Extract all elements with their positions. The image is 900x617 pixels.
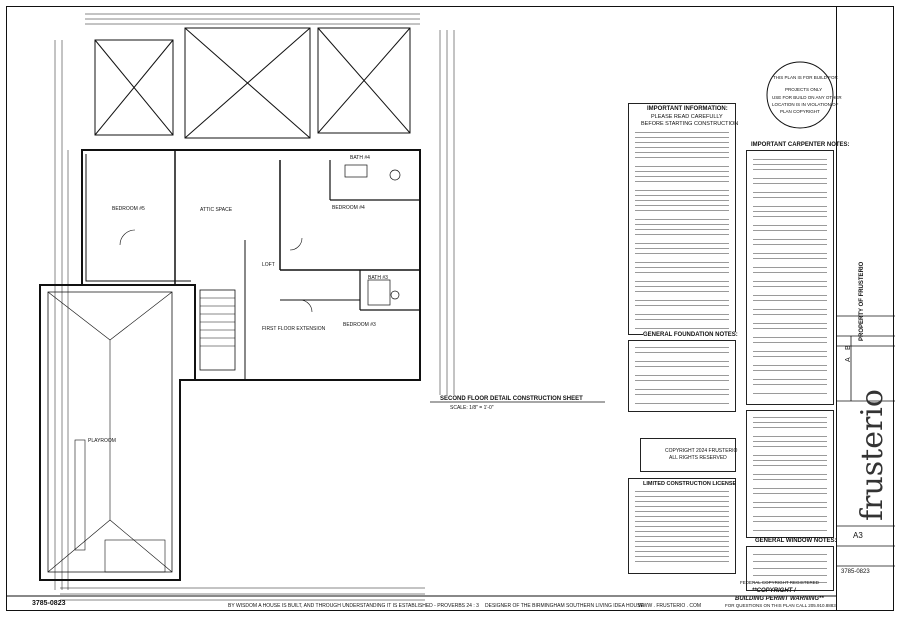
- room-loft: LOFT: [262, 262, 275, 268]
- footer-website: WWW . FRUSTERIO . COM: [638, 603, 702, 609]
- room-bedroom-5: BEDROOM #5: [112, 206, 145, 212]
- room-bedroom-4: BEDROOM #4: [332, 205, 365, 211]
- copyright-text: COPYRIGHT 2024 FRUSTERIO: [665, 448, 738, 454]
- general-notes-box: [746, 410, 834, 538]
- plan-stamp-circle: [766, 61, 834, 129]
- roof-block-left: [94, 39, 174, 136]
- window-notes-box: GENERAL WINDOW NOTES:: [746, 538, 837, 591]
- room-bath-4: BATH #4: [350, 155, 370, 161]
- copyright-reserved: ALL RIGHTS RESERVED: [669, 455, 727, 461]
- foundation-notes-title: GENERAL FOUNDATION NOTES:: [643, 332, 738, 338]
- footer-designer: DESIGNER OF THE BIRMINGHAM SOUTHERN LIVI…: [485, 603, 644, 609]
- title-block-rev-b: B: [845, 345, 852, 350]
- sheet-title: SECOND FLOOR DETAIL CONSTRUCTION SHEET: [440, 396, 583, 402]
- drawing-sheet-border: [6, 6, 894, 611]
- footer-questions: FOR QUESTIONS ON THIS PLAN CALL 205.910.…: [725, 603, 836, 608]
- title-block-plan-number: 3785-0823: [841, 569, 870, 575]
- sheet-scale: SCALE: 1/8" = 1'-0": [450, 405, 494, 411]
- footer-plan-number: 3785-0823: [32, 600, 66, 607]
- first-floor-extension-note: FIRST FLOOR EXTENSION: [262, 326, 326, 332]
- carpenter-notes-title: IMPORTANT CARPENTER NOTES:: [751, 142, 850, 148]
- copyright-warning-3: BUILDING PERMIT WARNING**: [735, 596, 824, 602]
- title-block-property: PROPERTY OF FRUSTERIO: [859, 261, 865, 341]
- window-notes-title: GENERAL WINDOW NOTES:: [755, 538, 837, 544]
- copyright-box: COPYRIGHT 2024 FRUSTERIO ALL RIGHTS RESE…: [640, 438, 738, 472]
- room-bedroom-3: BEDROOM #3: [343, 322, 376, 328]
- stamp-line-3: USE FOR BUILD ON ANY OTHER: [772, 95, 842, 100]
- title-block-brand: frusterio: [855, 389, 890, 521]
- title-block: PROPERTY OF FRUSTERIO A B frusterio A3 3…: [836, 6, 895, 611]
- stamp-line-2: PROJECTS ONLY: [785, 87, 823, 92]
- title-block-sheet-number: A3: [853, 531, 863, 540]
- copyright-warning-2: **COPYRIGHT /: [752, 588, 796, 594]
- limited-license-box: LIMITED CONSTRUCTION LICENSE: [628, 478, 736, 574]
- important-information-box: IMPORTANT INFORMATION: PLEASE READ CAREF…: [628, 103, 739, 335]
- stamp-line-4: LOCATION IS IN VIOLATION OF: [772, 102, 839, 107]
- room-playroom: PLAYROOM: [88, 438, 116, 444]
- roof-block-center: [184, 27, 311, 139]
- copyright-warning-1: FEDERAL COPYRIGHT REGISTERED: [740, 580, 820, 585]
- room-bath-3: BATH #3: [368, 275, 388, 281]
- stamp-line-5: PLAN COPYRIGHT: [780, 109, 820, 114]
- important-info-title: IMPORTANT INFORMATION:: [647, 106, 728, 112]
- footer-quote: BY WISDOM A HOUSE IS BUILT, AND THROUGH …: [228, 603, 479, 609]
- important-info-sub2: BEFORE STARTING CONSTRUCTION: [641, 121, 739, 127]
- title-block-rev-a: A: [845, 357, 852, 362]
- important-info-sub1: PLEASE READ CAREFULLY: [651, 114, 723, 120]
- roof-block-right: [317, 27, 411, 134]
- limited-license-title: LIMITED CONSTRUCTION LICENSE: [643, 481, 737, 487]
- foundation-notes-box: GENERAL FOUNDATION NOTES:: [628, 332, 738, 412]
- stamp-line-1: THIS PLAN IS FOR BUILD FOR: [773, 75, 838, 80]
- room-attic-space: ATTIC SPACE: [200, 207, 233, 213]
- carpenter-notes-box: IMPORTANT CARPENTER NOTES:: [746, 142, 850, 405]
